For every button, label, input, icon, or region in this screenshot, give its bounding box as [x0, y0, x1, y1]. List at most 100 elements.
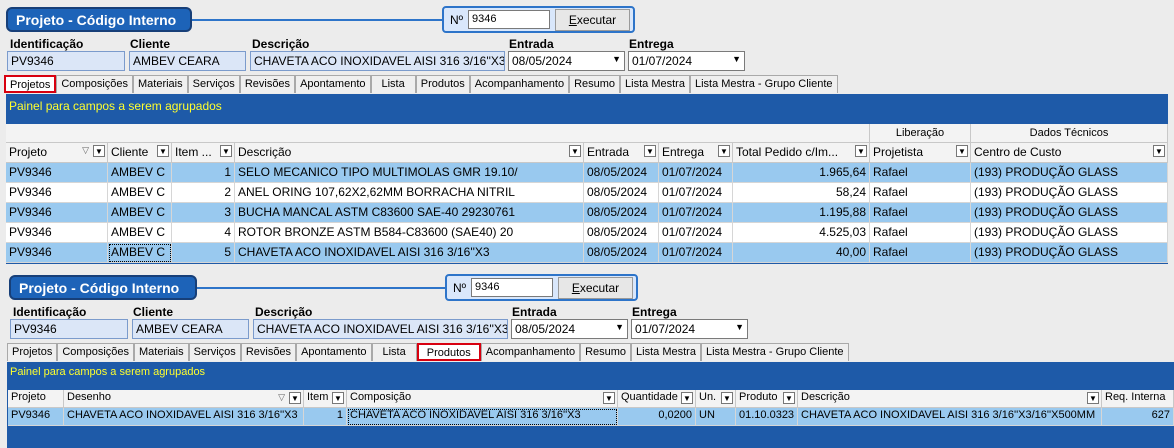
tab-apontamento[interactable]: Apontamento [296, 343, 372, 361]
tab-lista-mestra-grupo-cliente[interactable]: Lista Mestra - Grupo Cliente [689, 75, 838, 93]
chevron-down-icon[interactable]: ▼ [612, 54, 621, 64]
cell-projetista[interactable]: Rafael [870, 203, 971, 223]
tab-projetos[interactable]: Projetos [7, 343, 58, 361]
dropdown-icon[interactable]: ▼ [332, 392, 344, 404]
entrada-field[interactable]: 08/05/2024▼ [511, 319, 628, 339]
descricao-field[interactable]: CHAVETA ACO INOXIDAVEL AISI 316 3/16''X3 [253, 319, 508, 339]
cell-entrega[interactable]: 01/07/2024 [659, 183, 733, 203]
dropdown-icon[interactable]: ▼ [93, 145, 105, 157]
cell-cliente[interactable]: AMBEV C [108, 203, 172, 223]
tab-produtos[interactable]: Produtos [415, 75, 470, 93]
dropdown-icon[interactable]: ▼ [855, 145, 867, 157]
tab-lista-mestra[interactable]: Lista Mestra [631, 343, 701, 361]
cliente-field[interactable]: AMBEV CEARA [132, 319, 249, 339]
cell-entrada[interactable]: 08/05/2024 [584, 183, 659, 203]
identificacao-field[interactable]: PV9346 [10, 319, 128, 339]
entrega-field[interactable]: 01/07/2024▼ [628, 51, 745, 71]
dropdown-icon[interactable]: ▼ [783, 392, 795, 404]
cell-projeto[interactable]: PV9346 [6, 223, 108, 243]
cell-cliente[interactable]: AMBEV C [108, 243, 172, 263]
cell-projeto[interactable]: PV9346 [6, 243, 108, 263]
cell-projeto[interactable]: PV9346 [6, 163, 108, 183]
chevron-down-icon[interactable]: ▼ [732, 54, 741, 64]
execute-button[interactable]: Executar [558, 277, 633, 299]
tab-lista-mestra-grupo-cliente[interactable]: Lista Mestra - Grupo Cliente [700, 343, 849, 361]
tab-acompanhamento[interactable]: Acompanhamento [469, 75, 570, 93]
identificacao-field[interactable]: PV9346 [7, 51, 125, 71]
cell-projeto[interactable]: PV9346 [6, 183, 108, 203]
dropdown-icon[interactable]: ▼ [644, 145, 656, 157]
cell-un[interactable]: UN [696, 408, 736, 426]
tab-projetos[interactable]: Projetos [4, 75, 57, 93]
dropdown-icon[interactable]: ▼ [569, 145, 581, 157]
cell-cliente[interactable]: AMBEV C [108, 223, 172, 243]
col-un[interactable]: Un.▼ [696, 390, 736, 408]
number-input[interactable]: 9346 [471, 278, 553, 297]
dropdown-icon[interactable]: ▼ [1087, 392, 1099, 404]
col-projetista[interactable]: Projetista▼ [870, 143, 971, 163]
dropdown-icon[interactable]: ▼ [603, 392, 615, 404]
dropdown-icon[interactable]: ▼ [220, 145, 232, 157]
col-projeto[interactable]: Projeto▽▼ [6, 143, 108, 163]
tab-materiais[interactable]: Materiais [134, 343, 189, 361]
col-desenho[interactable]: Desenho▽▼ [64, 390, 304, 408]
dropdown-icon[interactable]: ▼ [1153, 145, 1165, 157]
col-centro-custo[interactable]: Centro de Custo▼ [971, 143, 1168, 163]
cell-entrada[interactable]: 08/05/2024 [584, 243, 659, 263]
cell-total[interactable]: 1.195,88 [733, 203, 870, 223]
col-total-pedido[interactable]: Total Pedido c/Im...▼ [733, 143, 870, 163]
cell-total[interactable]: 40,00 [733, 243, 870, 263]
cell-req-interna[interactable]: 627 [1102, 408, 1174, 426]
cell-entrega[interactable]: 01/07/2024 [659, 243, 733, 263]
tab-revisoes[interactable]: Revisões [240, 343, 297, 361]
cell-projetista[interactable]: Rafael [870, 243, 971, 263]
cell-descricao[interactable]: ANEL ORING 107,62X2,62MM BORRACHA NITRIL [235, 183, 584, 203]
chevron-down-icon[interactable]: ▼ [735, 322, 744, 332]
col-quantidade[interactable]: Quantidade▼ [618, 390, 696, 408]
tab-acompanhamento[interactable]: Acompanhamento [480, 343, 581, 361]
col-item[interactable]: Item ...▼ [172, 143, 235, 163]
cell-entrega[interactable]: 01/07/2024 [659, 203, 733, 223]
tab-composicoes[interactable]: Composições [57, 343, 134, 361]
cell-item[interactable]: 5 [172, 243, 235, 263]
chevron-down-icon[interactable]: ▼ [615, 322, 624, 332]
cell-cliente[interactable]: AMBEV C [108, 163, 172, 183]
tab-servicos[interactable]: Serviços [187, 75, 240, 93]
col-entrega[interactable]: Entrega▼ [659, 143, 733, 163]
dropdown-icon[interactable]: ▼ [289, 392, 301, 404]
dropdown-icon[interactable]: ▼ [721, 392, 733, 404]
entrada-field[interactable]: 08/05/2024▼ [508, 51, 625, 71]
cell-centro-custo[interactable]: (193) PRODUÇÃO GLASS [971, 163, 1168, 183]
execute-button[interactable]: Executar [555, 9, 630, 31]
cell-composicao[interactable]: CHAVETA ACO INOXIDAVEL AISI 316 3/16''X3 [347, 408, 618, 426]
cell-projeto[interactable]: PV9346 [8, 408, 64, 426]
col-composicao[interactable]: Composição▼ [347, 390, 618, 408]
cell-centro-custo[interactable]: (193) PRODUÇÃO GLASS [971, 203, 1168, 223]
tab-apontamento[interactable]: Apontamento [295, 75, 371, 93]
cliente-field[interactable]: AMBEV CEARA [129, 51, 246, 71]
cell-projetista[interactable]: Rafael [870, 163, 971, 183]
cell-entrada[interactable]: 08/05/2024 [584, 163, 659, 183]
dropdown-icon[interactable]: ▼ [157, 145, 169, 157]
cell-entrada[interactable]: 08/05/2024 [584, 223, 659, 243]
tab-produtos[interactable]: Produtos [416, 343, 481, 361]
tab-servicos[interactable]: Serviços [188, 343, 241, 361]
cell-descricao[interactable]: BUCHA MANCAL ASTM C83600 SAE-40 29230761 [235, 203, 584, 223]
cell-item[interactable]: 4 [172, 223, 235, 243]
dropdown-icon[interactable]: ▼ [681, 392, 693, 404]
tab-composicoes[interactable]: Composições [56, 75, 133, 93]
dropdown-icon[interactable]: ▼ [718, 145, 730, 157]
cell-projetista[interactable]: Rafael [870, 183, 971, 203]
cell-descricao[interactable]: ROTOR BRONZE ASTM B584-C83600 (SAE40) 20 [235, 223, 584, 243]
cell-entrega[interactable]: 01/07/2024 [659, 163, 733, 183]
cell-item[interactable]: 3 [172, 203, 235, 223]
cell-centro-custo[interactable]: (193) PRODUÇÃO GLASS [971, 183, 1168, 203]
cell-centro-custo[interactable]: (193) PRODUÇÃO GLASS [971, 243, 1168, 263]
cell-entrada[interactable]: 08/05/2024 [584, 203, 659, 223]
cell-quantidade[interactable]: 0,0200 [618, 408, 696, 426]
cell-item[interactable]: 2 [172, 183, 235, 203]
cell-descricao[interactable]: CHAVETA ACO INOXIDAVEL AISI 316 3/16''X3… [798, 408, 1102, 426]
descricao-field[interactable]: CHAVETA ACO INOXIDAVEL AISI 316 3/16''X3 [250, 51, 505, 71]
cell-total[interactable]: 58,24 [733, 183, 870, 203]
cell-projetista[interactable]: Rafael [870, 223, 971, 243]
